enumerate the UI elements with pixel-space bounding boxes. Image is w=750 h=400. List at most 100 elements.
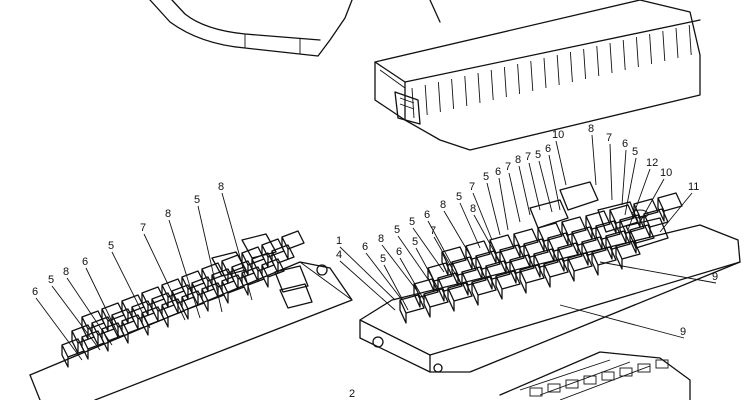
relay <box>413 278 439 308</box>
callout-main: 5 <box>380 253 386 265</box>
relay <box>561 216 587 246</box>
relay <box>615 240 641 270</box>
callout-main: 11 <box>688 181 699 193</box>
callout-main: 7 <box>606 132 612 144</box>
callout-main: 5 <box>632 146 638 158</box>
leader-line <box>35 297 83 361</box>
relay <box>523 238 549 268</box>
cover-rib <box>530 60 534 92</box>
leader-line <box>548 154 561 211</box>
callout-main: 9 <box>712 271 718 283</box>
callout-left: 7 <box>140 222 146 234</box>
relay <box>451 256 477 286</box>
leader-line <box>639 178 665 223</box>
callout-main: 6 <box>362 241 368 253</box>
cover-rib <box>464 75 468 107</box>
relay <box>437 272 463 302</box>
cover-rib <box>596 45 600 77</box>
relay <box>519 264 545 294</box>
relay <box>657 192 683 222</box>
callout-main: 5 <box>394 224 400 236</box>
callout-main: 5 <box>412 236 418 248</box>
connector-cell <box>601 371 615 381</box>
leader-line <box>528 162 541 211</box>
callout-left: 8 <box>218 181 224 193</box>
leader-line <box>339 246 396 301</box>
leader-line <box>472 192 493 241</box>
relay <box>557 242 583 272</box>
cover-rib <box>517 63 521 95</box>
callout-left: 6 <box>82 256 88 268</box>
leader-line <box>415 247 441 293</box>
cover-rib <box>688 24 692 56</box>
leader-line <box>518 165 531 216</box>
relay <box>485 260 511 290</box>
leader-line <box>168 219 201 319</box>
leader-line <box>427 220 453 266</box>
relay <box>447 282 473 312</box>
relay <box>441 246 467 276</box>
cover-rib <box>635 36 639 68</box>
cover-rib <box>503 66 507 98</box>
cover-rib <box>649 33 653 65</box>
leader-line <box>365 252 403 301</box>
connector-cell <box>619 367 633 377</box>
leader-line <box>397 235 431 283</box>
callout-main: 8 <box>515 154 521 166</box>
cover-rib <box>622 39 626 71</box>
leader-line <box>486 182 501 236</box>
relay <box>567 252 593 282</box>
leader-line <box>591 134 597 186</box>
leader-line <box>66 277 113 346</box>
leader-line <box>143 233 186 321</box>
leader-line <box>339 260 396 311</box>
relay <box>461 266 487 296</box>
callout-main: 8 <box>378 233 384 245</box>
leader-line <box>498 177 509 231</box>
leader-line <box>627 168 651 231</box>
cover-rib <box>451 78 455 110</box>
callout-main: 5 <box>535 149 541 161</box>
cover-rib <box>424 84 428 116</box>
callout-main: 10 <box>552 129 564 141</box>
cover-rib <box>477 72 481 104</box>
leader-line <box>624 157 637 216</box>
leader-line <box>51 285 101 351</box>
relay <box>499 244 525 274</box>
callout-main: 7 <box>469 181 475 193</box>
left-fuse-block <box>29 230 353 400</box>
callout-main: 7 <box>430 225 436 237</box>
relay <box>585 210 611 240</box>
callout-main: 5 <box>483 171 489 183</box>
leader-line <box>609 143 613 201</box>
cover-rib <box>662 30 666 62</box>
callout-main: 9 <box>680 326 686 338</box>
relay <box>423 288 449 318</box>
fuse-box-cover <box>374 0 701 151</box>
cover-rib <box>556 54 560 86</box>
upper-cover-piece <box>149 0 353 57</box>
relay <box>495 270 521 300</box>
leader-line <box>621 149 627 206</box>
cover-rib <box>437 81 441 113</box>
callout-left: 6 <box>32 286 38 298</box>
connector-cell <box>565 379 579 389</box>
leader-line <box>508 172 521 223</box>
leader-line <box>197 205 223 313</box>
main-fuse-block <box>359 181 741 373</box>
leader-line <box>399 257 425 301</box>
relay <box>281 230 305 260</box>
leader-line <box>85 267 121 339</box>
callout-main: 7 <box>505 161 511 173</box>
leader-lines <box>35 134 717 361</box>
leader-line <box>538 160 553 213</box>
callout-main: 8 <box>470 203 476 215</box>
callout-main: 7 <box>525 151 531 163</box>
leader-line <box>559 304 685 339</box>
leader-line <box>659 192 693 233</box>
relay <box>547 232 573 262</box>
callout-left: 5 <box>194 194 200 206</box>
